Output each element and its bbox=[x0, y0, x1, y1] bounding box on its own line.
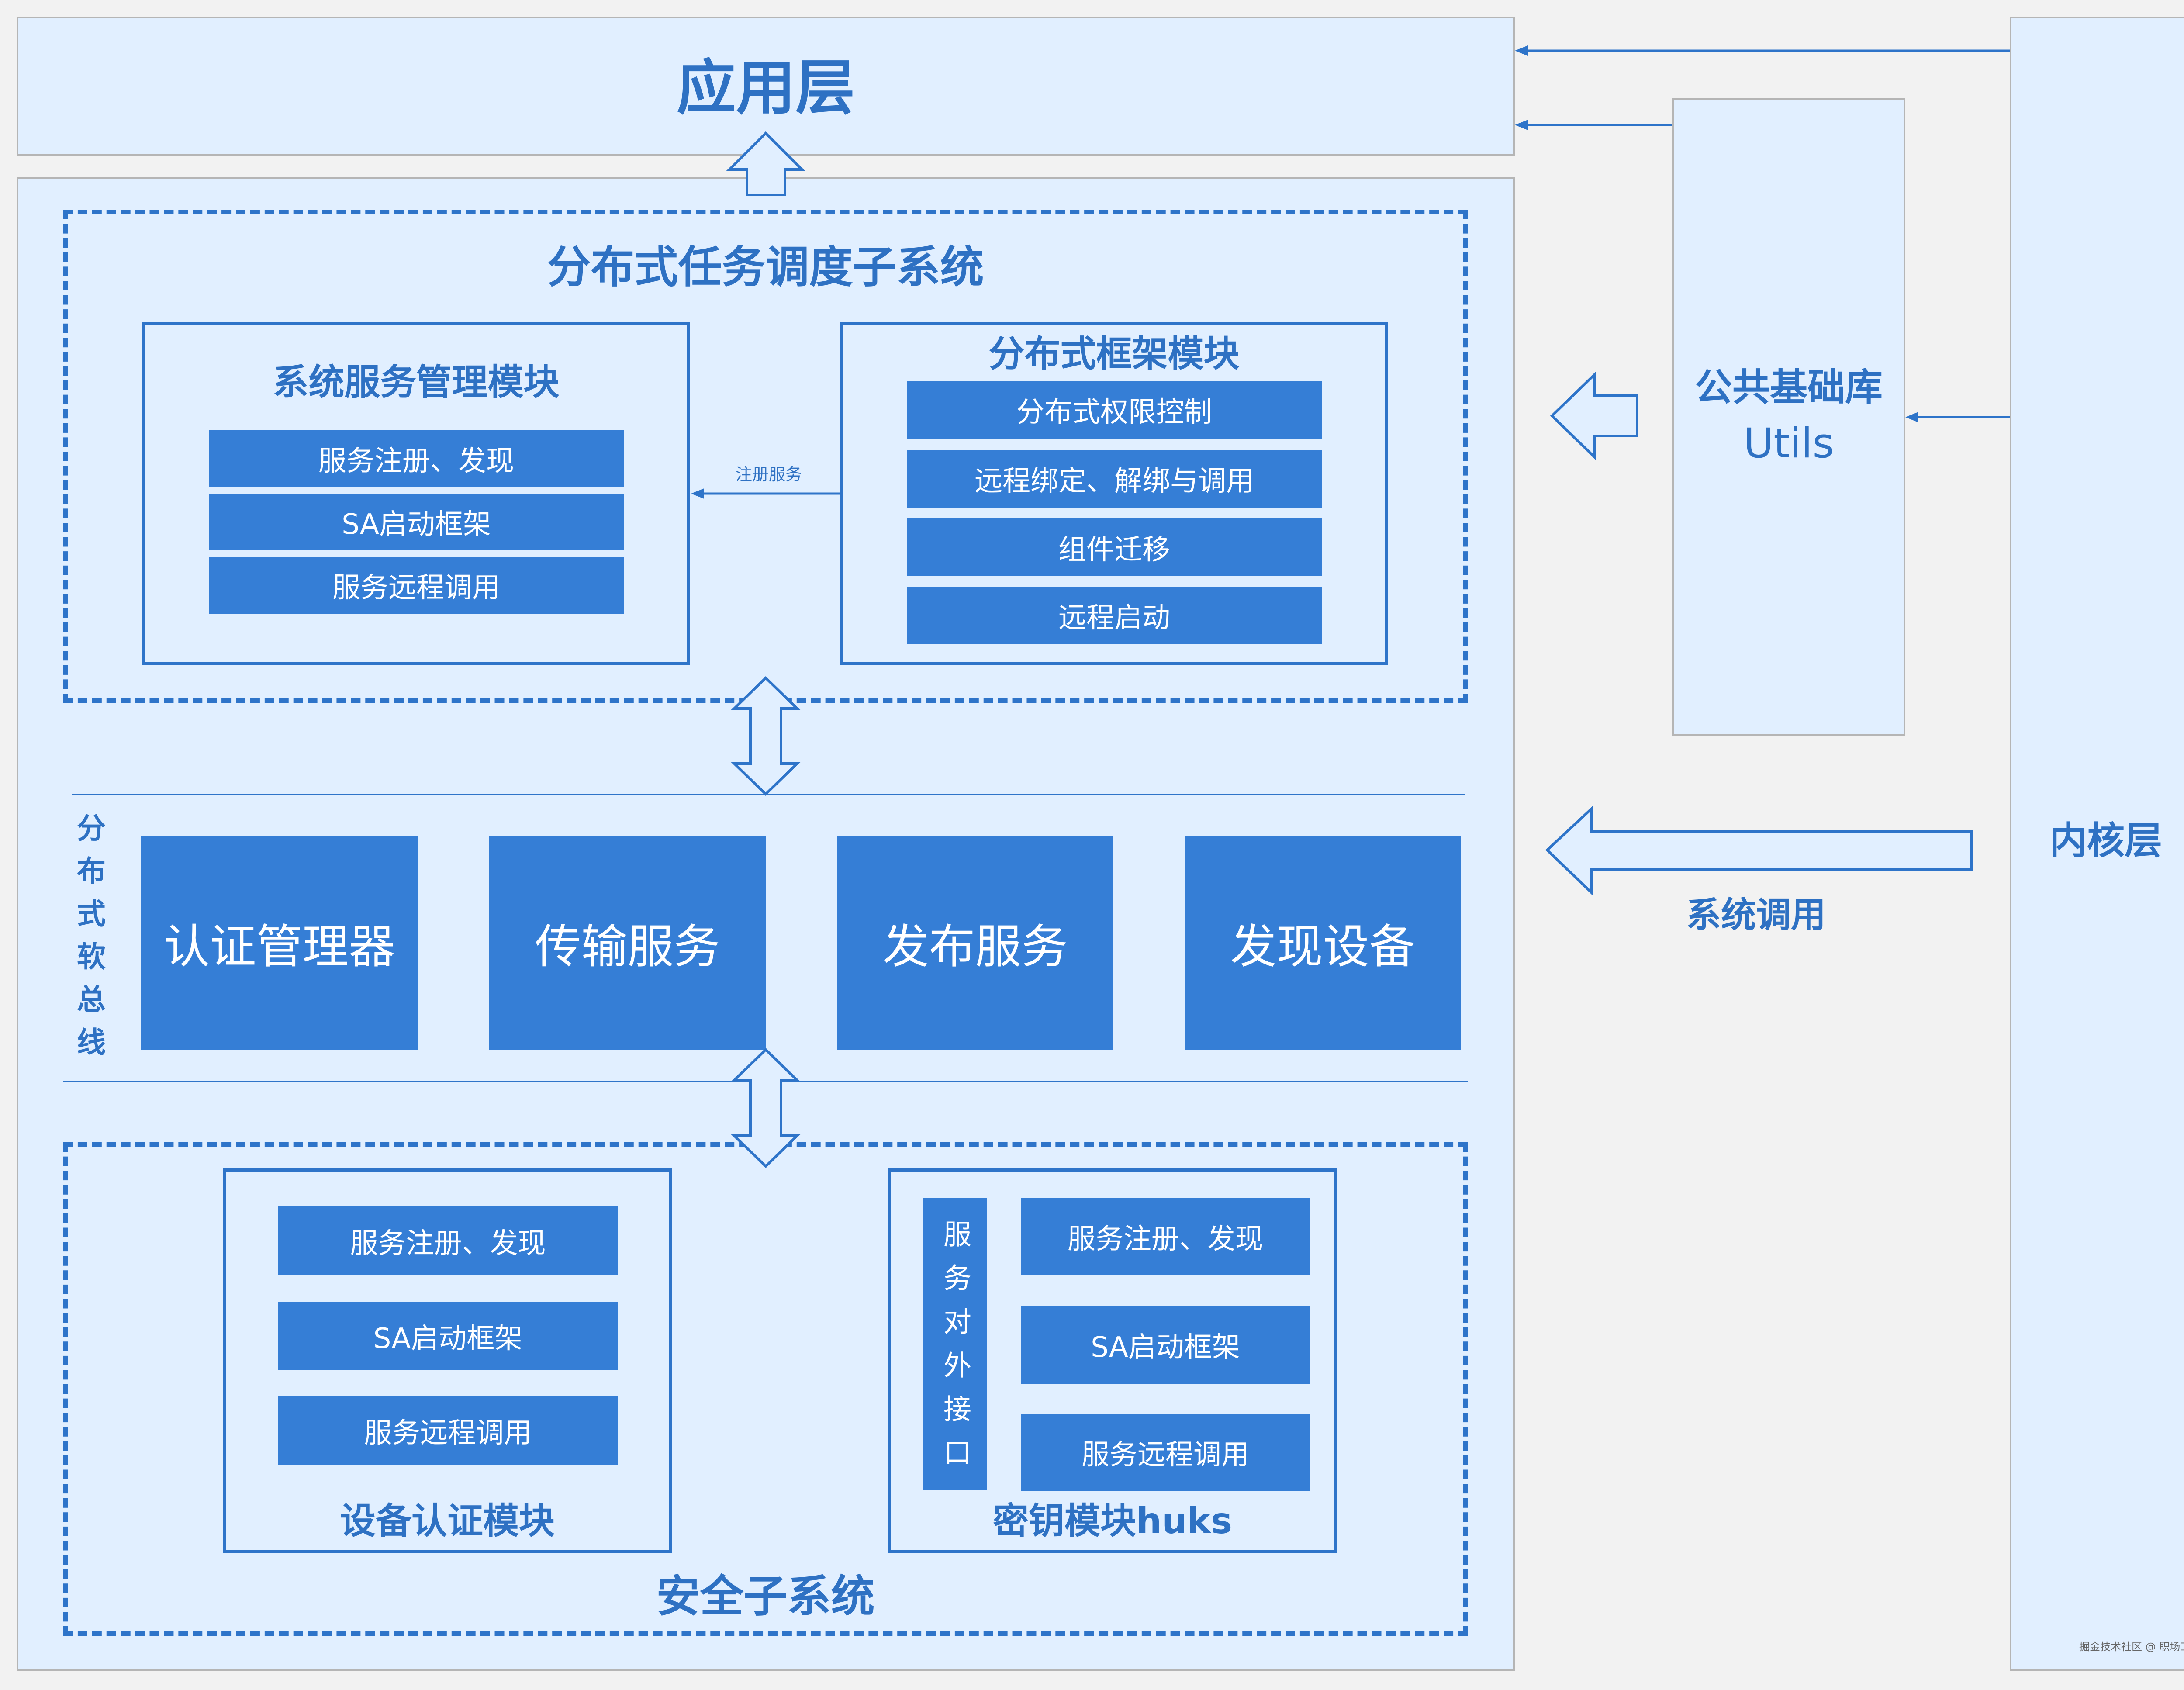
security-subsystem-title: 安全子系统 bbox=[656, 1571, 875, 1622]
huks-module: 密钥模块huks bbox=[888, 1168, 1337, 1553]
huks-sa-framework-bar: SA启动框架 bbox=[1021, 1306, 1310, 1384]
auth-service-register-bar: 服务注册、发现 bbox=[278, 1206, 618, 1275]
huks-remote-call-bar: 服务远程调用 bbox=[1021, 1414, 1310, 1491]
watermark: 掘金技术社区 @ 职场工具猫 bbox=[2079, 1641, 2184, 1653]
auth-sa-framework-bar: SA启动框架 bbox=[278, 1302, 618, 1370]
arrowhead-utils-to-app bbox=[1515, 120, 1528, 130]
sam-service-register-bar: 服务注册、发现 bbox=[209, 430, 624, 487]
utils-library-sublabel: Utils bbox=[1743, 420, 1834, 467]
arrowhead-kernel-to-utils bbox=[1905, 412, 1918, 422]
application-layer: 应用层 bbox=[17, 17, 1515, 156]
framework-remote-bind-bar: 远程绑定、解绑与调用 bbox=[907, 450, 1322, 508]
left-arrow-utils bbox=[1553, 376, 1636, 416]
softbus-top-line bbox=[72, 794, 1465, 795]
distributed-framework-module: 分布式框架模块 bbox=[840, 322, 1388, 665]
kernel-layer-label: 内核层 bbox=[2049, 819, 2162, 863]
softbus-bottom-line bbox=[63, 1081, 1468, 1082]
huks-external-interface-bar: 服务对外接口 bbox=[923, 1198, 987, 1490]
huks-module-title: 密钥模块huks bbox=[992, 1500, 1233, 1542]
register-service-label: 注册服务 bbox=[735, 465, 802, 484]
sam-remote-call-bar: 服务远程调用 bbox=[209, 557, 624, 614]
distributed-framework-module-title: 分布式框架模块 bbox=[988, 333, 1240, 375]
publish-service-box: 发布服务 bbox=[837, 836, 1113, 1050]
application-layer-label: 应用层 bbox=[677, 54, 855, 123]
auth-remote-call-bar: 服务远程调用 bbox=[278, 1396, 618, 1465]
auth-manager-box: 认证管理器 bbox=[141, 836, 418, 1050]
huks-service-register-bar: 服务注册、发现 bbox=[1021, 1198, 1310, 1275]
left-arrow-system-call bbox=[1545, 806, 1973, 896]
framework-remote-start-bar: 远程启动 bbox=[907, 587, 1322, 644]
framework-migration-bar: 组件迁移 bbox=[907, 518, 1322, 576]
system-service-module-title: 系统服务管理模块 bbox=[273, 362, 560, 403]
sam-sa-framework-bar: SA启动框架 bbox=[209, 494, 624, 550]
utils-library-box: 公共基础库 Utils bbox=[1672, 98, 1905, 736]
scheduler-subsystem-title: 分布式任务调度子系统 bbox=[547, 242, 984, 293]
device-auth-module-title: 设备认证模块 bbox=[339, 1500, 555, 1542]
discover-device-box: 发现设备 bbox=[1185, 836, 1461, 1050]
left-arrow-from-utils bbox=[1550, 371, 1638, 460]
system-service-module: 系统服务管理模块 bbox=[142, 322, 690, 665]
arrowhead-kernel-to-app bbox=[1515, 45, 1528, 56]
device-auth-module: 设备认证模块 bbox=[223, 1168, 672, 1553]
utils-library-label: 公共基础库 bbox=[1695, 366, 1883, 409]
framework-permission-bar: 分布式权限控制 bbox=[907, 381, 1322, 439]
system-call-label: 系统调用 bbox=[1686, 895, 1826, 935]
softbus-label: 分布式软总线 bbox=[72, 813, 106, 1070]
transmission-service-box: 传输服务 bbox=[489, 836, 766, 1050]
kernel-layer: 内核层 bbox=[2010, 17, 2184, 1671]
